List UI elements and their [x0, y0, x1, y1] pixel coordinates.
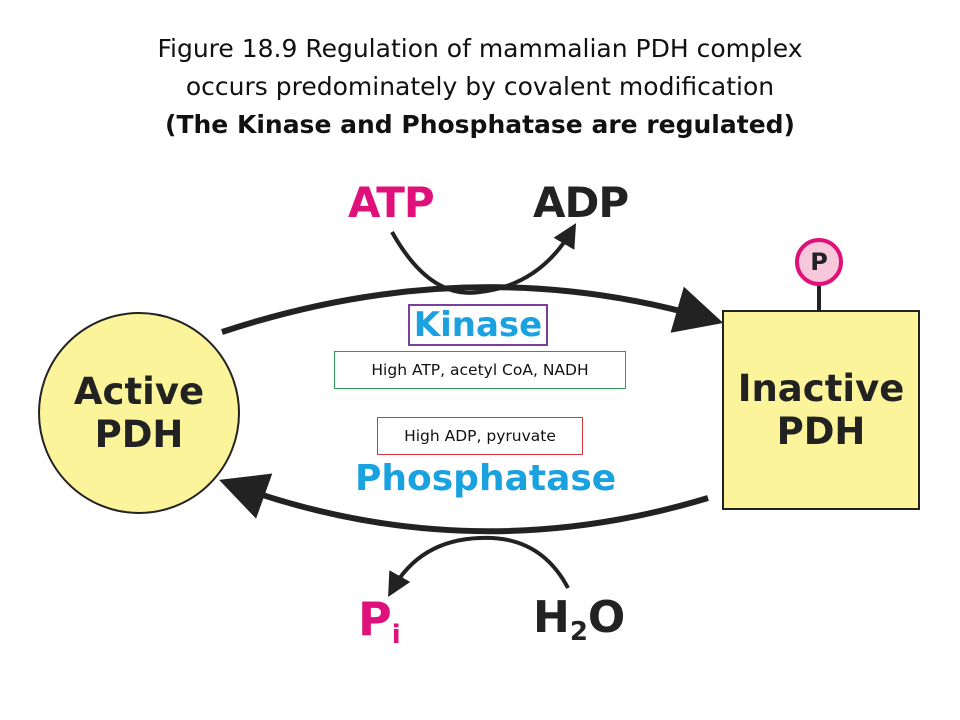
h2o-subscript: 2: [569, 617, 588, 647]
pi-subscript: i: [391, 620, 401, 650]
phosphate-badge-label: P: [810, 248, 828, 276]
h2o-label: H2O: [533, 592, 625, 647]
active-pdh-node: Active PDH: [38, 312, 240, 514]
atp-label: ATP: [348, 178, 435, 227]
adp-label: ADP: [533, 178, 629, 227]
h2o-h: H: [533, 592, 570, 643]
title-line-3: (The Kinase and Phosphatase are regulate…: [165, 110, 795, 139]
title-line-1: Figure 18.9 Regulation of mammalian PDH …: [157, 34, 803, 63]
kinase-arrow: [221, 284, 724, 335]
title-line-2: occurs predominately by covalent modific…: [185, 72, 775, 101]
phosphate-badge: P: [795, 238, 843, 286]
h2o-o: O: [587, 592, 626, 643]
phosphatase-label: Phosphatase: [355, 458, 617, 499]
inactive-pdh-line-2: PDH: [776, 410, 866, 453]
active-pdh-line-1: Active: [73, 370, 205, 413]
active-pdh-line-2: PDH: [94, 413, 184, 456]
phosphatase-arrow: [219, 473, 709, 535]
inactive-pdh-line-1: Inactive: [737, 367, 905, 410]
pi-main: P: [358, 592, 392, 646]
figure-title: Figure 18.9 Regulation of mammalian PDH …: [0, 30, 960, 144]
kinase-label: Kinase: [413, 305, 543, 345]
atp-adp-arrow: [390, 223, 577, 295]
kinase-activators-box: High ATP, acetyl CoA, NADH: [334, 351, 626, 389]
phosphate-stem: [817, 284, 821, 311]
kinase-box: Kinase: [408, 304, 548, 346]
phosphatase-activators-box: High ADP, pyruvate: [377, 417, 583, 455]
h2o-pi-arrow: [388, 535, 570, 597]
pi-label: Pi: [358, 592, 401, 650]
inactive-pdh-node: Inactive PDH: [722, 310, 920, 510]
